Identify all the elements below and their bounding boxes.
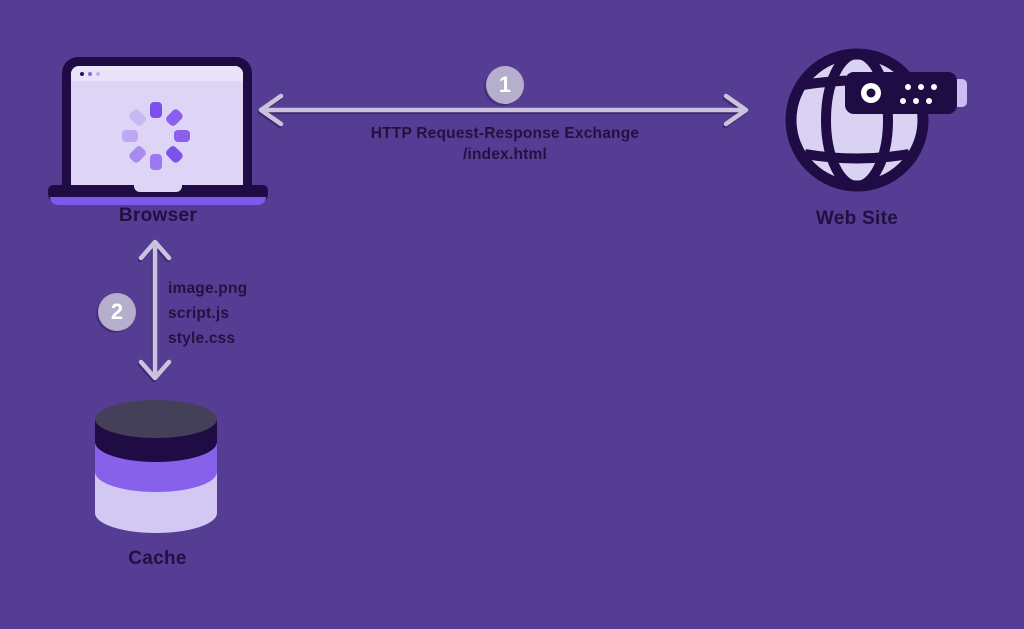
cached-file-item: script.js	[168, 305, 230, 322]
titlebar-dot-icon	[80, 71, 84, 76]
cached-files-list: image.png script.js style.css	[168, 276, 247, 351]
laptop-icon	[62, 57, 252, 185]
website-label: Web Site	[815, 208, 899, 229]
titlebar-dot-icon	[88, 71, 92, 76]
http-exchange-caption-line2: /index.html	[462, 146, 547, 163]
cached-file-item: style.css	[168, 330, 236, 347]
browser-titlebar	[71, 66, 243, 81]
cache-transfer-arrow	[138, 239, 172, 381]
browser-node	[48, 57, 268, 205]
cached-file-item: image.png	[168, 280, 248, 297]
titlebar-dot-icon	[96, 71, 100, 76]
database-cylinder-icon	[95, 400, 217, 533]
http-exchange-caption-line1: HTTP Request-Response Exchange	[370, 125, 640, 142]
browser-label: Browser	[118, 205, 198, 226]
server-bar-icon	[845, 72, 967, 114]
step-1-badge: 1	[486, 66, 524, 104]
step-2-badge: 2	[98, 293, 136, 331]
cache-label: Cache	[128, 548, 187, 569]
globe-server-icon	[785, 48, 967, 192]
http-exchange-caption: HTTP Request-Response Exchange /index.ht…	[305, 123, 705, 165]
laptop-base	[48, 185, 268, 205]
